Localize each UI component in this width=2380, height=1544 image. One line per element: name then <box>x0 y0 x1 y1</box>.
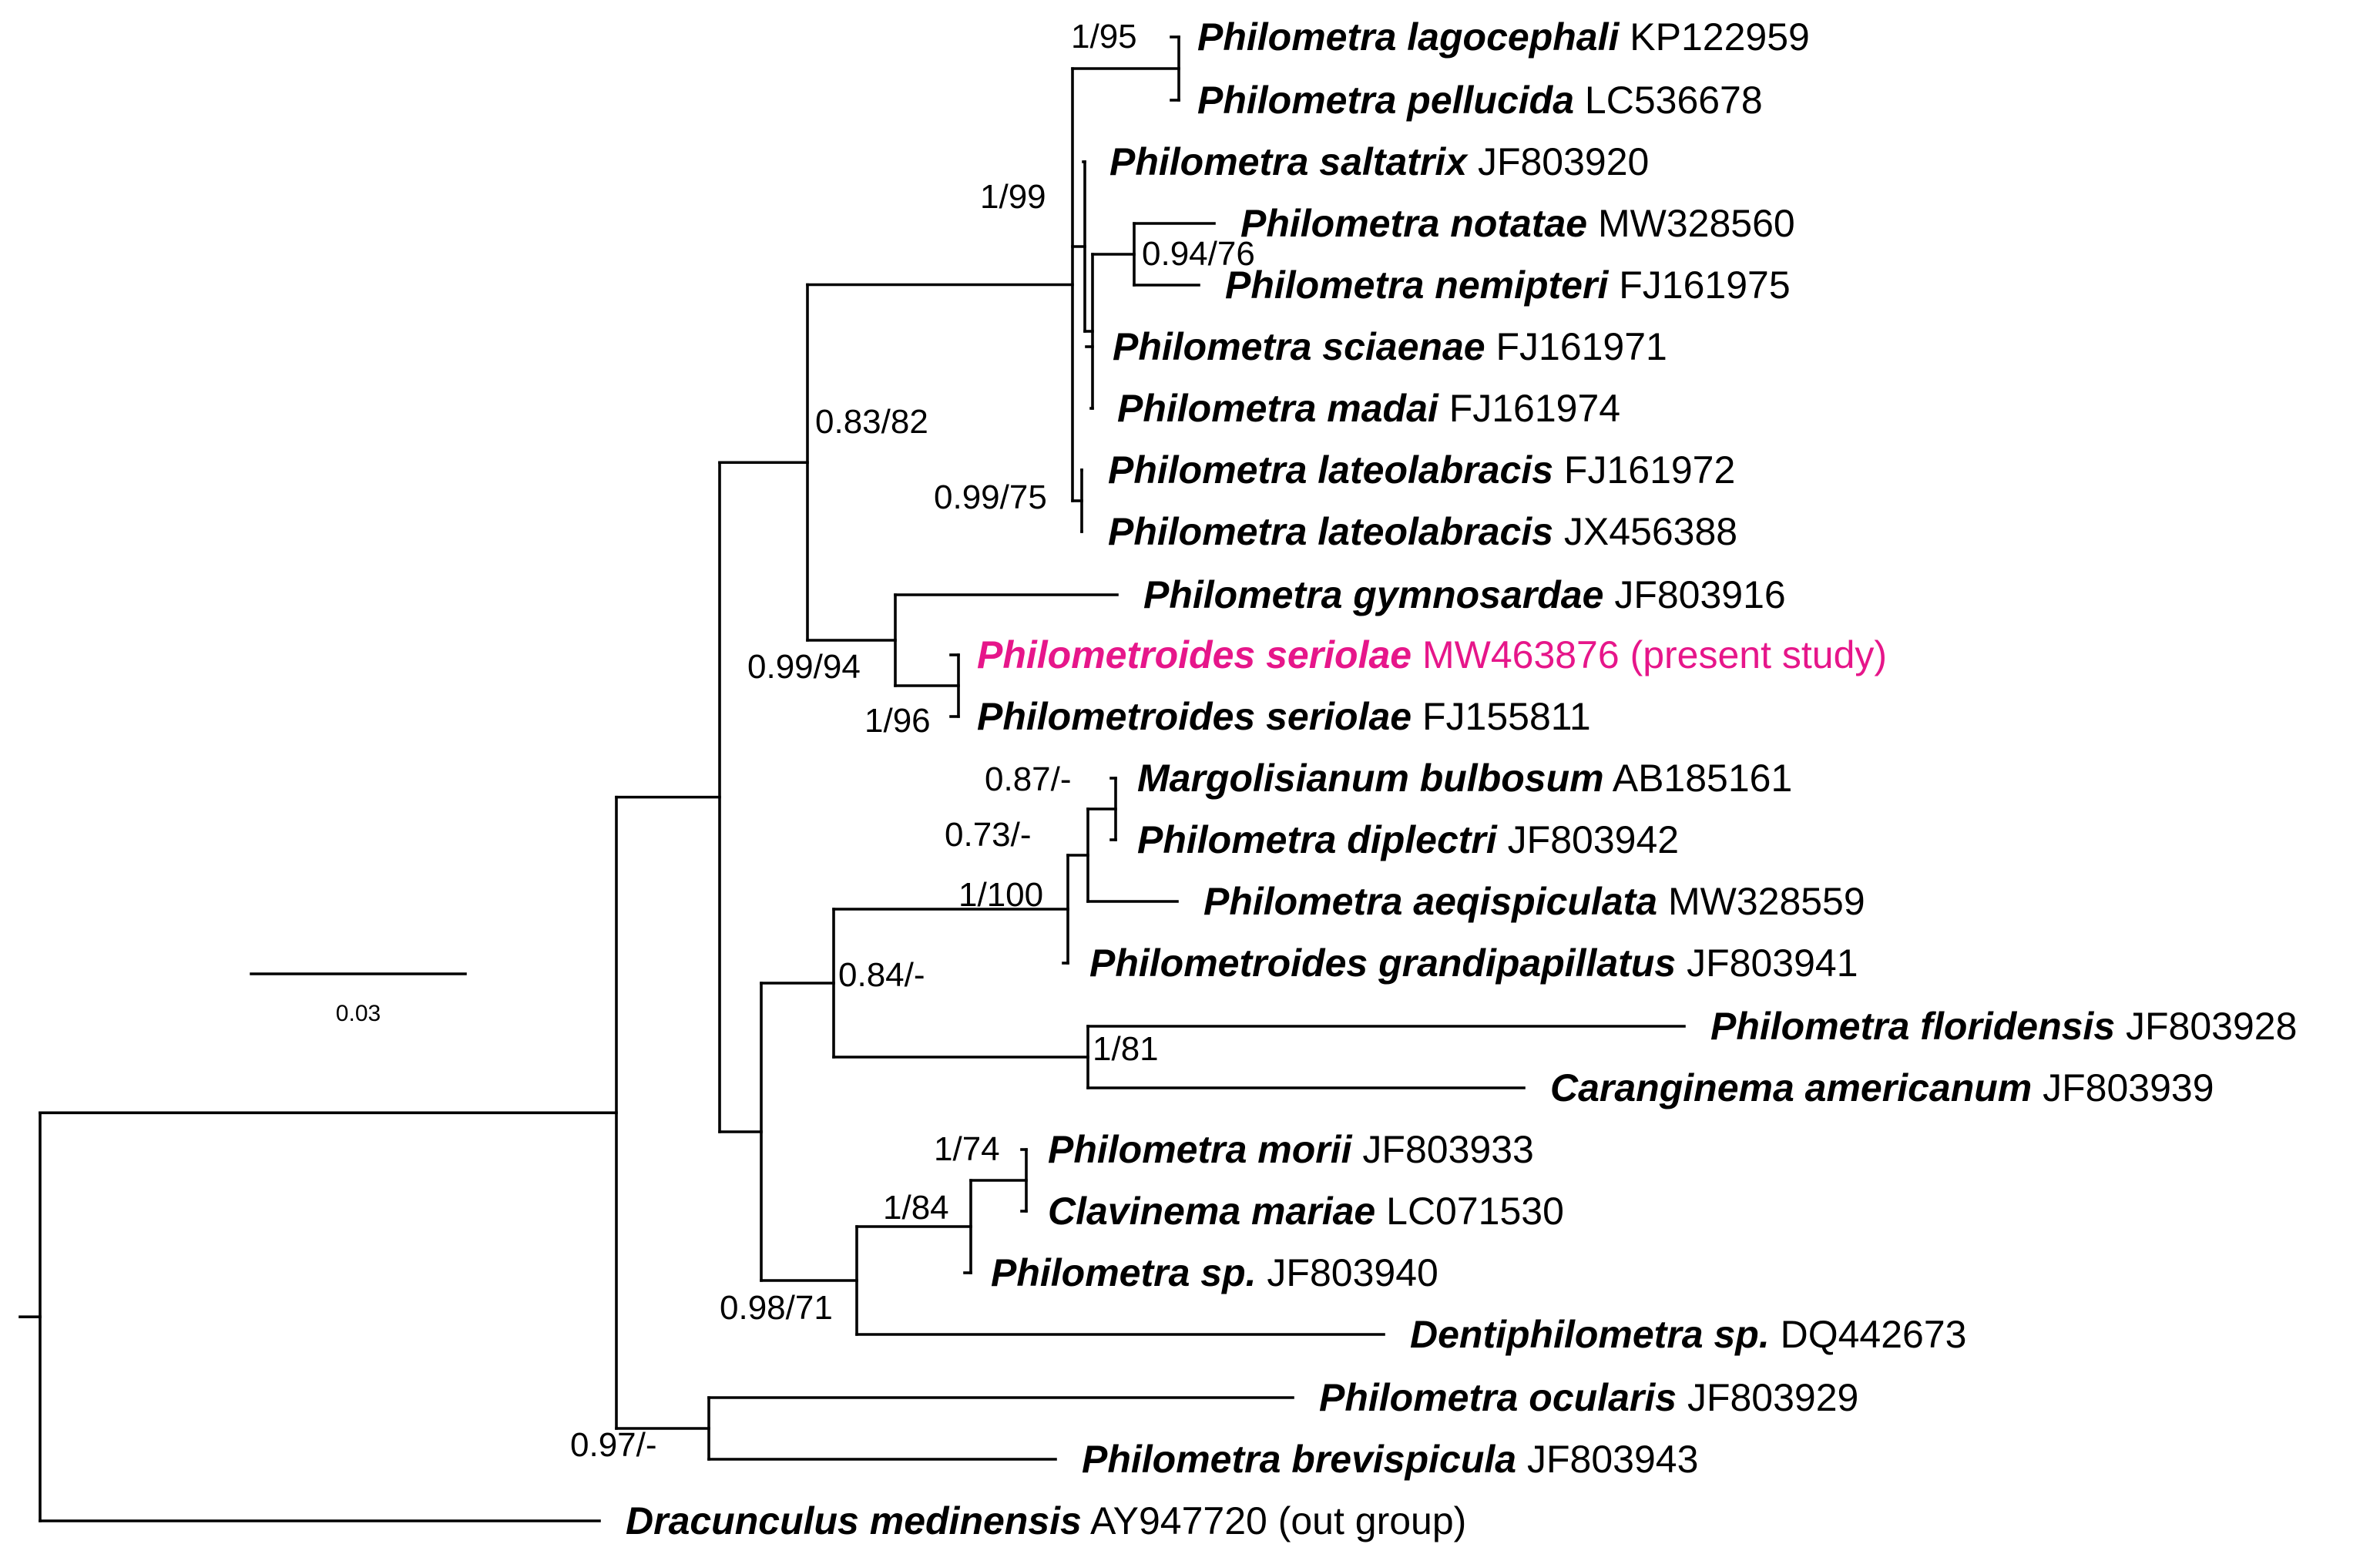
accession-number: JF803933 <box>1352 1128 1534 1171</box>
support-value: 0.87/- <box>985 760 1072 798</box>
taxon-label-medinensis: Dracunculus medinensis AY947720 (out gro… <box>626 1499 1466 1542</box>
taxon-labels: Philometra lagocephali KP122959Philometr… <box>626 15 2297 1542</box>
taxon-label-ocularis: Philometra ocularis JF803929 <box>1319 1376 1858 1419</box>
accession-number: JF803939 <box>2032 1066 2214 1109</box>
tree-branches <box>18 35 1686 1522</box>
taxon-label-psp: Philometra sp. JF803940 <box>991 1251 1438 1294</box>
taxon-label-diplectri: Philometra diplectri JF803942 <box>1137 818 1679 861</box>
support-value: 0.99/94 <box>747 648 861 686</box>
taxon-name: Philometroides seriolae <box>977 695 1412 738</box>
support-value: 1/81 <box>1093 1030 1159 1068</box>
taxon-label-pellucida: Philometra pellucida LC536678 <box>1197 79 1763 122</box>
support-value: 0.84/- <box>838 956 925 994</box>
accession-number: KP122959 <box>1619 15 1809 59</box>
taxon-label-sciaenae: Philometra sciaenae FJ161971 <box>1113 325 1667 368</box>
taxon-label-seriolae_ps: Philometroides seriolae MW463876 (presen… <box>977 633 1887 676</box>
support-values: 1/95 1/99 0.94/76 0.83/820.99/75 0.99/941/96… <box>570 18 1255 1464</box>
taxon-name: Philometroides seriolae <box>977 633 1412 676</box>
taxon-name: Clavinema mariae <box>1048 1190 1375 1233</box>
taxon-name: Philometra morii <box>1048 1128 1353 1171</box>
taxon-label-americanum: Caranginema americanum JF803939 <box>1550 1066 2214 1109</box>
taxon-label-lateolabracis1: Philometra lateolabracis FJ161972 <box>1108 448 1735 492</box>
taxon-label-floridensis: Philometra floridensis JF803928 <box>1710 1005 2297 1048</box>
accession-number: JF803929 <box>1677 1376 1858 1419</box>
accession-number: JF803943 <box>1516 1438 1698 1481</box>
accession-number: JF803916 <box>1603 573 1785 616</box>
support-value: 1/84 <box>883 1189 949 1227</box>
taxon-name: Philometra floridensis <box>1710 1005 2115 1048</box>
accession-number: FJ161971 <box>1485 325 1667 368</box>
taxon-name: Philometra ocularis <box>1319 1376 1677 1419</box>
taxon-label-morii: Philometra morii JF803933 <box>1048 1128 1534 1171</box>
taxon-name: Philometroides grandipapillatus <box>1089 942 1676 985</box>
taxon-name: Margolisianum bulbosum <box>1137 757 1604 800</box>
accession-number: FJ155811 <box>1412 695 1591 738</box>
accession-number: FJ161972 <box>1553 448 1735 492</box>
accession-number: AB185161 <box>1604 757 1793 800</box>
taxon-label-bulbosum: Margolisianum bulbosum AB185161 <box>1137 757 1792 800</box>
taxon-label-lateolabracis2: Philometra lateolabracis JX456388 <box>1108 510 1737 553</box>
taxon-label-mariae: Clavinema mariae LC071530 <box>1048 1190 1564 1233</box>
taxon-name: Dracunculus medinensis <box>626 1499 1082 1542</box>
taxon-label-brevispicula: Philometra brevispicula JF803943 <box>1082 1438 1698 1481</box>
taxon-name: Caranginema americanum <box>1550 1066 2032 1109</box>
support-value: 1/96 <box>864 702 931 740</box>
accession-number: JF803942 <box>1497 818 1679 861</box>
support-value: 0.94/76 <box>1142 235 1255 273</box>
support-value: 0.83/82 <box>815 403 928 441</box>
accession-number: DQ442673 <box>1770 1313 1967 1356</box>
taxon-label-seriolae: Philometroides seriolae FJ155811 <box>977 695 1591 738</box>
taxon-label-dentisp: Dentiphilometra sp. DQ442673 <box>1410 1313 1966 1356</box>
support-value: 1/95 <box>1071 18 1137 55</box>
accession-number: JX456388 <box>1553 510 1737 553</box>
accession-number: MW328559 <box>1657 880 1865 923</box>
taxon-label-nemipteri: Philometra nemipteri FJ161975 <box>1225 263 1791 307</box>
taxon-name: Philometra lateolabracis <box>1108 510 1553 553</box>
support-value: 0.99/75 <box>934 478 1047 516</box>
taxon-label-grandipap: Philometroides grandipapillatus JF803941 <box>1089 942 1858 985</box>
taxon-name: Philometra aeqispiculata <box>1203 880 1657 923</box>
taxon-name: Philometra madai <box>1117 387 1439 430</box>
support-value: 1/100 <box>958 876 1043 914</box>
taxon-label-lagocephali: Philometra lagocephali KP122959 <box>1197 15 1810 59</box>
accession-number: FJ161975 <box>1608 263 1790 307</box>
accession-number: MW463876 (present study) <box>1412 633 1887 676</box>
accession-number: LC536678 <box>1574 79 1763 122</box>
taxon-name: Philometra brevispicula <box>1082 1438 1516 1481</box>
support-value: 0.98/71 <box>720 1289 833 1327</box>
taxon-name: Philometra sciaenae <box>1113 325 1485 368</box>
accession-number: AY947720 (out group) <box>1082 1499 1466 1542</box>
accession-number: JF803940 <box>1257 1251 1438 1294</box>
taxon-name: Philometra sp. <box>991 1251 1257 1294</box>
taxon-name: Philometra notatae <box>1240 202 1587 245</box>
taxon-name: Philometra gymnosardae <box>1143 573 1603 616</box>
taxon-name: Philometra saltatrix <box>1109 140 1469 183</box>
taxon-label-madai: Philometra madai FJ161974 <box>1117 387 1620 430</box>
taxon-name: Philometra lateolabracis <box>1108 448 1553 492</box>
taxon-name: Philometra diplectri <box>1137 818 1498 861</box>
accession-number: JF803928 <box>2115 1005 2297 1048</box>
accession-number: LC071530 <box>1375 1190 1564 1233</box>
taxon-name: Dentiphilometra sp. <box>1410 1313 1770 1356</box>
support-value: 1/99 <box>980 178 1046 216</box>
support-value: 0.97/- <box>570 1426 657 1464</box>
scale-bar: 0.03 <box>250 972 467 1026</box>
taxon-name: Philometra lagocephali <box>1197 15 1620 59</box>
accession-number: JF803941 <box>1676 942 1858 985</box>
taxon-label-notatae: Philometra notatae MW328560 <box>1240 202 1795 245</box>
support-value: 0.73/- <box>945 816 1032 854</box>
accession-number: FJ161974 <box>1438 387 1620 430</box>
taxon-label-saltatrix: Philometra saltatrix JF803920 <box>1109 140 1649 183</box>
taxon-name: Philometra pellucida <box>1197 79 1574 122</box>
support-value: 1/74 <box>934 1130 1000 1168</box>
accession-number: JF803920 <box>1467 140 1649 183</box>
taxon-label-gymnosardae: Philometra gymnosardae JF803916 <box>1143 573 1786 616</box>
taxon-label-aeqispiculata: Philometra aeqispiculata MW328559 <box>1203 880 1865 923</box>
scale-bar-label: 0.03 <box>336 1001 381 1026</box>
accession-number: MW328560 <box>1587 202 1795 245</box>
taxon-name: Philometra nemipteri <box>1225 263 1609 307</box>
